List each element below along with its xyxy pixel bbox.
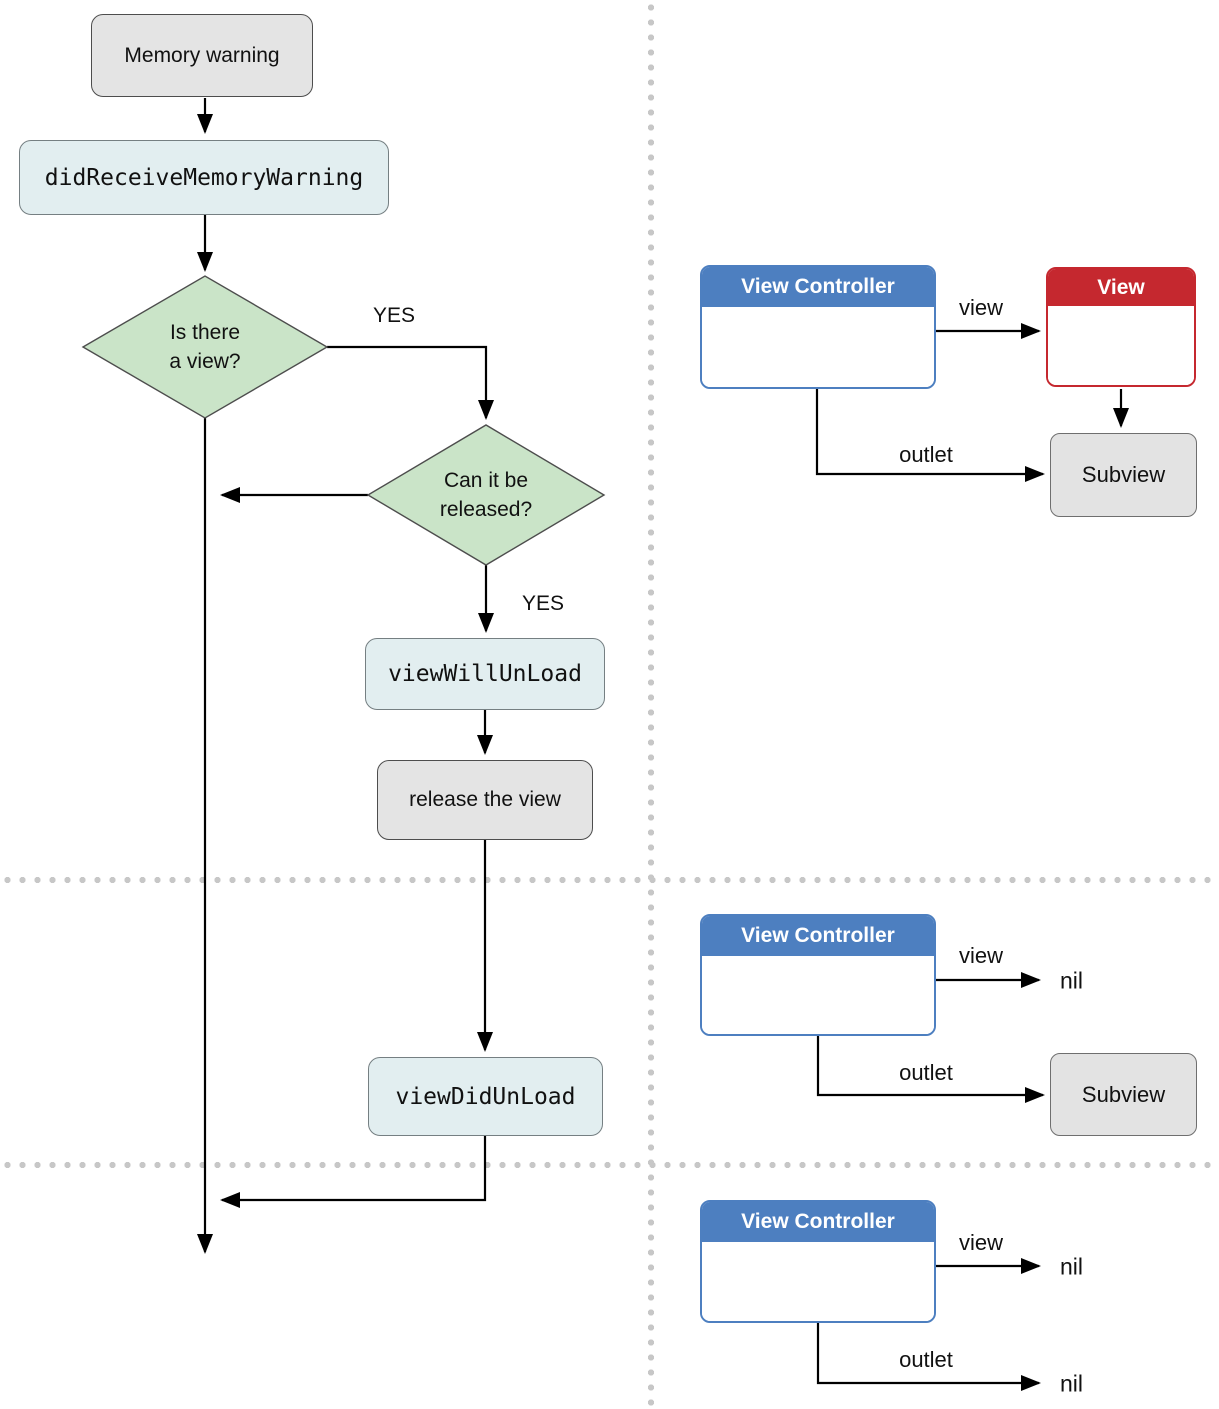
view-arrow-label-middle: view (958, 943, 1004, 968)
view-title: View (1097, 275, 1145, 299)
decision-can-release-line2: released? (439, 498, 533, 521)
outlet-arrow-label-top: outlet (899, 442, 953, 467)
view-nil-middle: nil (1060, 967, 1084, 994)
yes-label-2: YES (521, 592, 565, 615)
subview-label-top: Subview (1081, 462, 1166, 487)
decision-can-release-line1: Can it be (443, 469, 529, 492)
arrow-decision1-yes (327, 345, 494, 420)
view-controller-title-top: View Controller (741, 275, 895, 298)
view-arrow-label-top: view (958, 295, 1004, 320)
view-nil-bottom: nil (1060, 1253, 1084, 1280)
view-controller-title-bottom: View Controller (741, 1210, 895, 1233)
view-controller-title-middle: View Controller (741, 924, 895, 947)
horizontal-divider-2 (0, 1161, 1219, 1169)
subview-box-top: Subview (1050, 433, 1197, 517)
view-did-unload-node: viewDidUnLoad (368, 1057, 603, 1136)
decision-is-view-line1: Is there (169, 321, 241, 344)
yes-label-1: YES (372, 304, 416, 327)
view-box: View (1046, 267, 1196, 387)
decision-is-view-label: Is there a view? (169, 318, 240, 376)
decision-is-view-line2: a view? (169, 350, 241, 373)
memory-warning-node: Memory warning (91, 14, 313, 97)
release-the-view-label: release the view (409, 788, 561, 811)
did-receive-memory-warning-node: didReceiveMemoryWarning (19, 140, 389, 215)
vertical-divider (647, 0, 655, 1409)
view-controller-header-middle: View Controller (702, 916, 934, 956)
view-will-unload-label: viewWillUnLoad (388, 661, 582, 687)
outlet-arrow-label-middle: outlet (899, 1060, 953, 1085)
subview-label-middle: Subview (1081, 1081, 1166, 1107)
decision-can-release-label: Can it be released? (440, 466, 532, 524)
view-controller-header-top: View Controller (702, 267, 934, 307)
view-body (1048, 306, 1194, 385)
did-receive-memory-warning-label: didReceiveMemoryWarning (44, 164, 364, 191)
view-controller-body-top (702, 307, 934, 387)
view-controller-body-middle (702, 956, 934, 1034)
view-controller-box-middle: View Controller (700, 914, 936, 1036)
subview-box-middle: Subview (1050, 1053, 1197, 1136)
view-arrow-label-bottom: view (958, 1230, 1004, 1255)
outlet-arrow-label-bottom: outlet (899, 1347, 953, 1372)
horizontal-divider-1 (0, 876, 1219, 884)
view-controller-header-bottom: View Controller (702, 1202, 934, 1242)
view-controller-body-bottom (702, 1242, 934, 1321)
view-will-unload-node: viewWillUnLoad (365, 638, 605, 710)
outlet-nil-bottom: nil (1060, 1370, 1084, 1397)
view-controller-box-bottom: View Controller (700, 1200, 936, 1323)
view-did-unload-label: viewDidUnLoad (395, 1083, 576, 1110)
view-controller-box-top: View Controller (700, 265, 936, 389)
release-the-view-node: release the view (377, 760, 593, 840)
view-header: View (1048, 269, 1194, 306)
memory-warning-label: Memory warning (124, 43, 280, 67)
